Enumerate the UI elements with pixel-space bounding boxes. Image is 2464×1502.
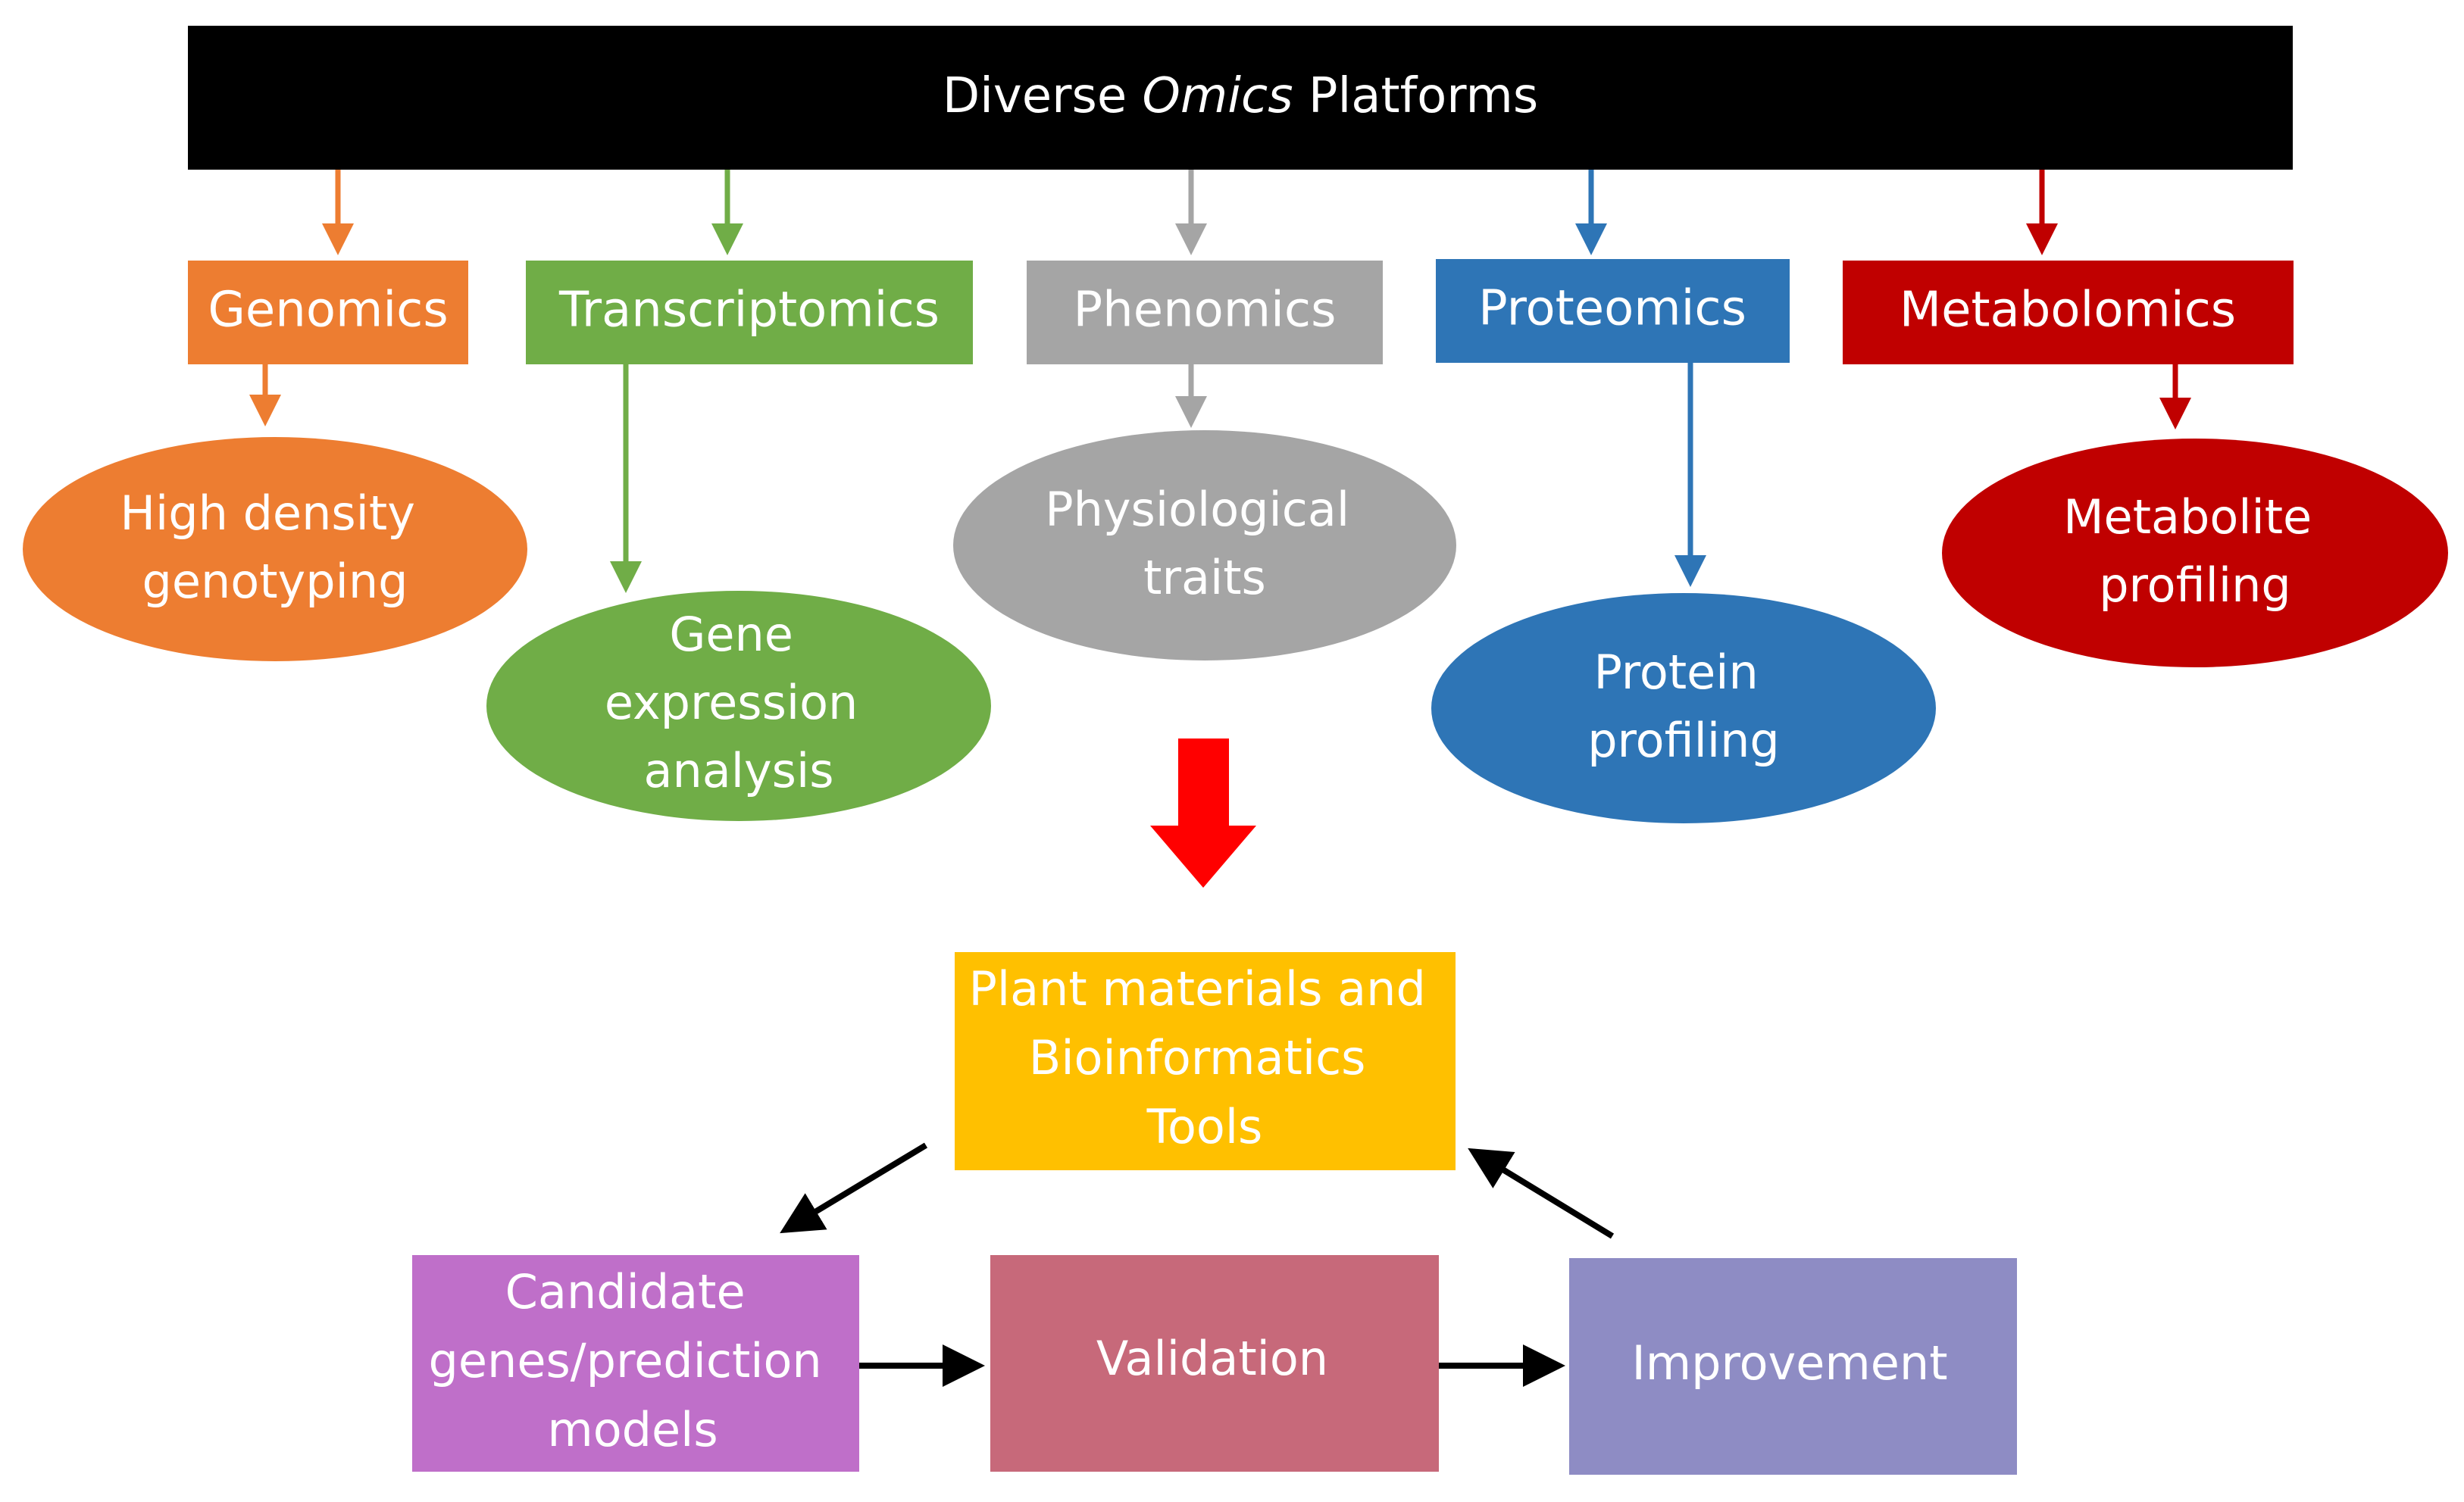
hub: Plant materials and Bioinformatics Tools [955, 952, 1456, 1170]
outcome-phenomics-ellipse [953, 430, 1456, 660]
main-down-arrow [1150, 739, 1256, 888]
cycle-improvement: Improvement [1569, 1258, 2017, 1475]
platform-transcriptomics-label: Transcriptomics [558, 283, 940, 339]
outcome-metabolomics: Metabolite profiling [1942, 439, 2448, 667]
platform-proteomics-label: Proteomics [1478, 281, 1746, 337]
platform-transcriptomics: Transcriptomics [526, 261, 973, 364]
cycle-candidate: Candidate genes/prediction models [412, 1255, 859, 1472]
cycle-candidate-box [412, 1255, 859, 1472]
platform-proteomics: Proteomics [1436, 259, 1790, 363]
outcome-proteomics-label: Protein profiling [1587, 645, 1780, 768]
platform-genomics-label: Genomics [208, 283, 448, 339]
cycle-validation: Validation [990, 1255, 1439, 1472]
platform-metabolomics-box [1843, 261, 2294, 364]
platform-genomics-box [188, 261, 468, 364]
platform-phenomics-box [1027, 261, 1383, 364]
platform-phenomics-label: Phenomics [1074, 283, 1337, 339]
outcome-proteomics-ellipse [1431, 593, 1936, 823]
cycle-candidate-label: Candidate genes/prediction models [429, 1264, 837, 1457]
header-title-suffix: Platforms [1293, 68, 1539, 124]
outcome-genomics-ellipse [23, 437, 527, 661]
platform-phenomics: Phenomics [1027, 261, 1383, 364]
outcome-transcriptomics-ellipse [486, 591, 991, 821]
hub-label: Plant materials and Bioinformatics Tools [968, 961, 1440, 1154]
hub-box [955, 952, 1456, 1170]
platform-metabolomics-label: Metabolomics [1900, 283, 2236, 339]
outcome-transcriptomics: Gene expression analysis [486, 591, 991, 821]
header-bar [188, 26, 2293, 170]
platform-transcriptomics-box [526, 261, 973, 364]
cycle-validation-box [990, 1255, 1439, 1472]
cycle-improvement-label: Improvement [1631, 1335, 1947, 1391]
header-title: Diverse Omics Platforms [943, 68, 1538, 124]
platform-proteomics-box [1436, 259, 1790, 363]
outcome-metabolomics-ellipse [1942, 439, 2448, 667]
cycle-validation-label: Validation [1096, 1331, 1328, 1386]
outcome-metabolomics-label: Metabolite profiling [2063, 489, 2327, 613]
header-title-prefix: Diverse [943, 68, 1143, 124]
outcome-proteomics: Protein profiling [1431, 593, 1936, 823]
header-title-italic: Omics [1143, 68, 1293, 124]
outcome-genomics-label: High density genotyping [120, 486, 430, 609]
arrow-hub-to-candidate [780, 1142, 928, 1234]
outcome-genomics: High density genotyping [23, 437, 527, 661]
platform-genomics: Genomics [188, 261, 468, 364]
arrow-improvement-to-hub [1468, 1148, 1615, 1239]
outcome-transcriptomics-label: Gene expression analysis [605, 607, 873, 798]
outcome-phenomics-label: Physiological traits [1045, 482, 1365, 605]
outcome-phenomics: Physiological traits [953, 430, 1456, 660]
platform-metabolomics: Metabolomics [1843, 261, 2294, 364]
cycle-improvement-box [1569, 1258, 2017, 1475]
